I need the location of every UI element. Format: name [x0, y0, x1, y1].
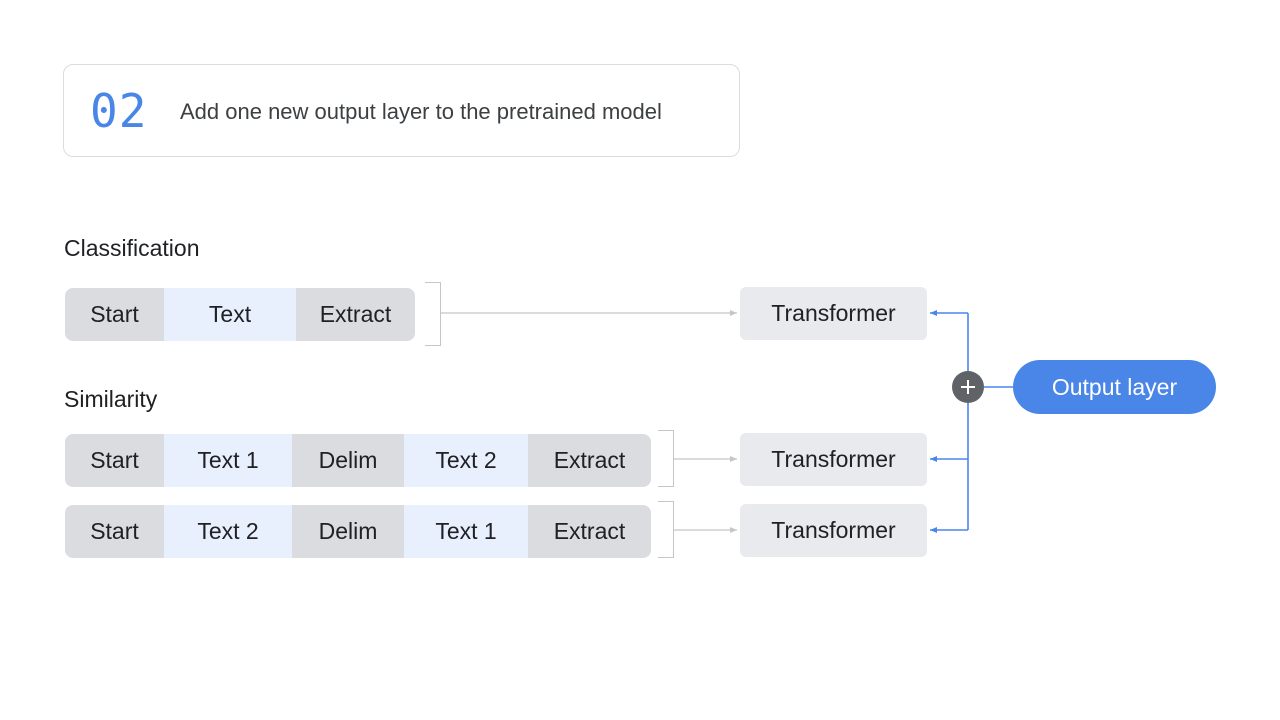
transformer-block: Transformer [740, 287, 927, 340]
token-start: Start [65, 288, 164, 341]
output-layer-node: Output layer [1013, 360, 1216, 414]
token-text: Text [164, 288, 296, 341]
step-description: Add one new output layer to the pretrain… [180, 99, 662, 124]
bracket-similarity-2 [658, 501, 674, 558]
transformer-block: Transformer [740, 433, 927, 486]
transformer-block: Transformer [740, 504, 927, 557]
token-start: Start [65, 505, 164, 558]
step-number: 02 [90, 84, 148, 138]
token-delim: Delim [292, 434, 404, 487]
step-card: 02 Add one new output layer to the pretr… [63, 64, 740, 157]
token-extract: Extract [528, 434, 651, 487]
bracket-classification [425, 282, 441, 346]
token-text-2: Text 2 [404, 434, 528, 487]
token-row-classification: Start Text Extract [65, 288, 415, 341]
token-delim: Delim [292, 505, 404, 558]
token-extract: Extract [528, 505, 651, 558]
token-row-similarity-2: Start Text 2 Delim Text 1 Extract [65, 505, 651, 558]
token-text-2: Text 2 [164, 505, 292, 558]
token-extract: Extract [296, 288, 415, 341]
token-text-1: Text 1 [404, 505, 528, 558]
bracket-similarity-1 [658, 430, 674, 487]
token-start: Start [65, 434, 164, 487]
token-text-1: Text 1 [164, 434, 292, 487]
plus-icon [952, 371, 984, 403]
section-label-similarity: Similarity [64, 386, 158, 412]
section-label-classification: Classification [64, 235, 200, 261]
token-row-similarity-1: Start Text 1 Delim Text 2 Extract [65, 434, 651, 487]
